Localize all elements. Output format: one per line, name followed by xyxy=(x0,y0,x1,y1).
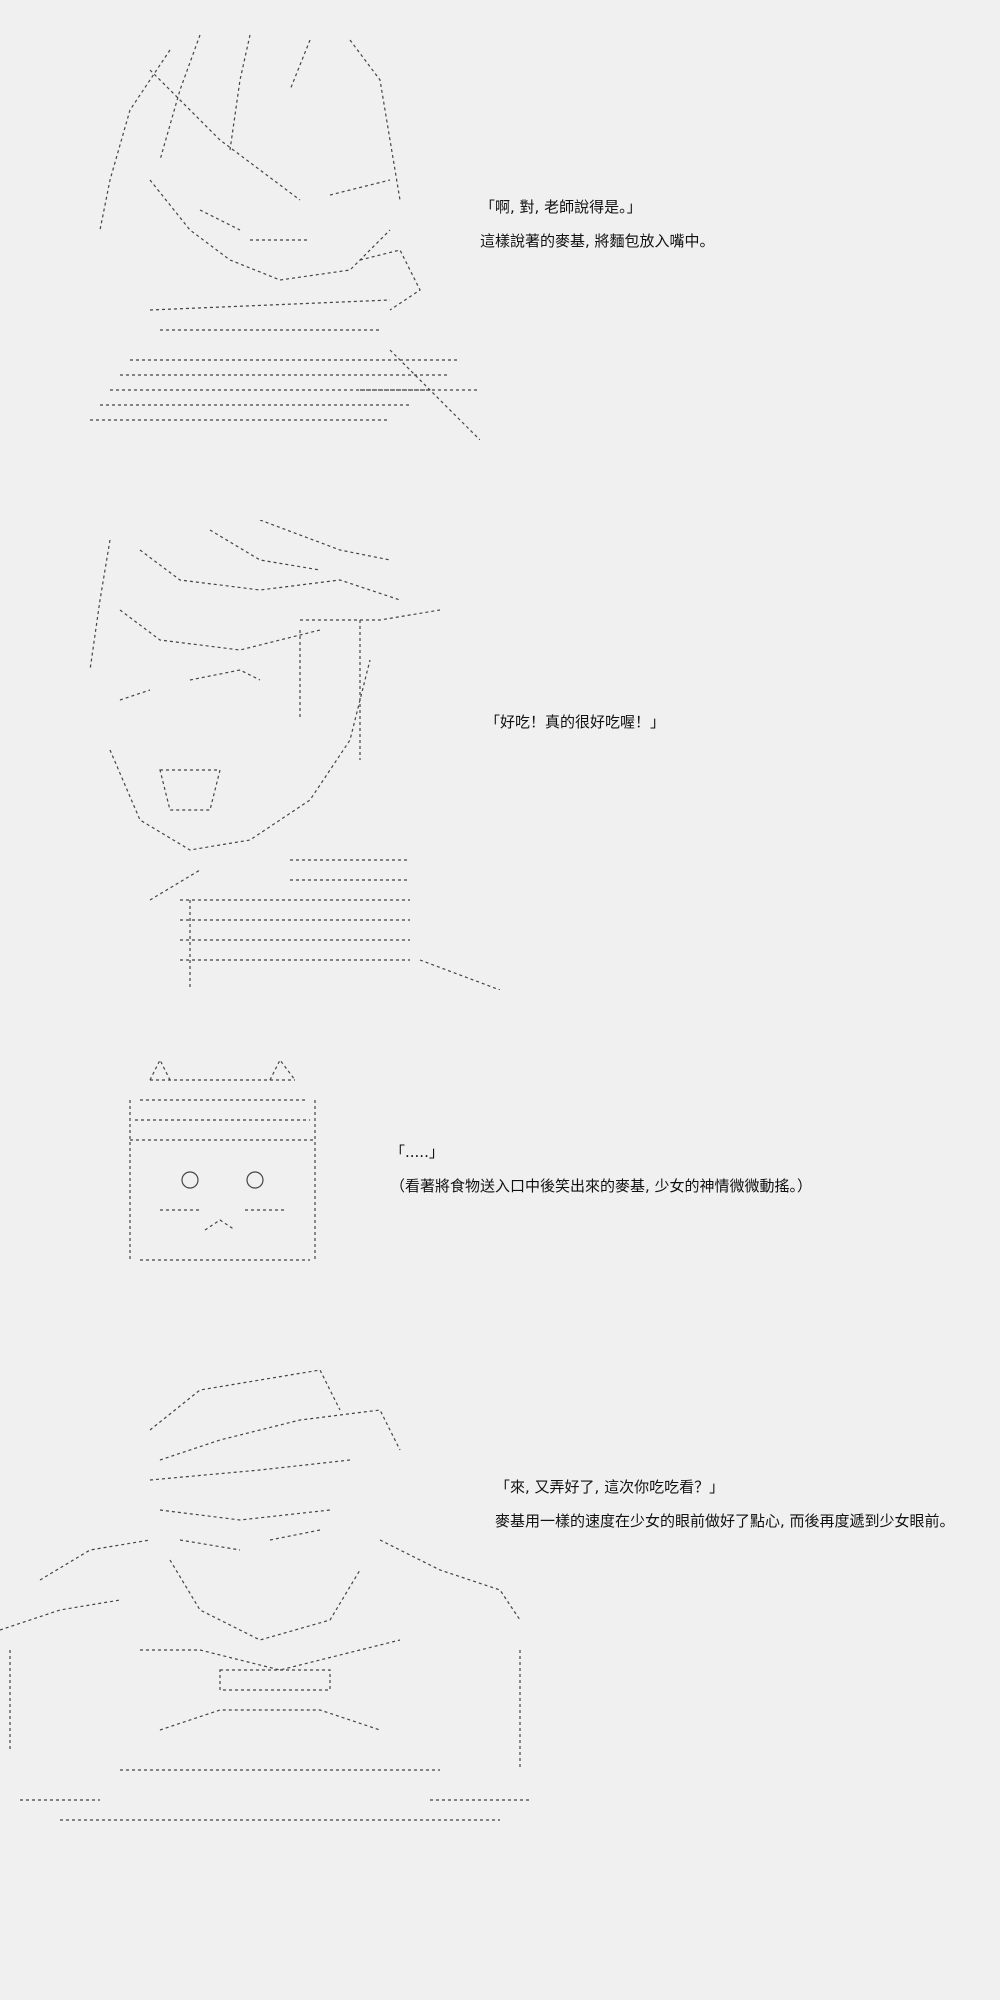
narration-line: （看著將食物送入口中後笑出來的麥基, 少女的神情微微動搖。） xyxy=(390,1177,813,1195)
panel-1: 「啊, 對, 老師說得是。」 這樣說著的麥基, 將麵包放入嘴中。 xyxy=(0,0,1000,460)
panel-3: 「.....」 （看著將食物送入口中後笑出來的麥基, 少女的神情微微動搖。） xyxy=(0,1050,1000,1280)
ascii-art-boy-eating xyxy=(90,30,480,440)
ascii-art-girl-cat-ears xyxy=(120,1060,330,1270)
narration-line: 麥基用一樣的速度在少女的眼前做好了點心, 而後再度遞到少女眼前。 xyxy=(495,1512,955,1530)
narration-line: 這樣說著的麥基, 將麵包放入嘴中。 xyxy=(480,232,715,250)
panel-2: 「好吃！真的很好吃喔！」 xyxy=(0,520,1000,1000)
dialogue-line: 「.....」 xyxy=(390,1143,444,1161)
caption-panel-3: 「.....」 （看著將食物送入口中後笑出來的麥基, 少女的神情微微動搖。） xyxy=(390,1135,812,1203)
dialogue-line: 「啊, 對, 老師說得是。」 xyxy=(480,198,642,216)
ascii-art-boy-offering-snack xyxy=(0,1350,540,1830)
caption-panel-4: 「來, 又弄好了, 這次你吃吃看？」 麥基用一樣的速度在少女的眼前做好了點心, … xyxy=(495,1470,955,1538)
ascii-art-boy-smiling xyxy=(60,520,500,990)
dialogue-line: 「來, 又弄好了, 這次你吃吃看？」 xyxy=(495,1478,725,1496)
panel-4: 「來, 又弄好了, 這次你吃吃看？」 麥基用一樣的速度在少女的眼前做好了點心, … xyxy=(0,1340,1000,1840)
caption-panel-2: 「好吃！真的很好吃喔！」 xyxy=(485,705,665,739)
dialogue-line: 「好吃！真的很好吃喔！」 xyxy=(485,713,666,731)
caption-panel-1: 「啊, 對, 老師說得是。」 這樣說著的麥基, 將麵包放入嘴中。 xyxy=(480,190,715,258)
